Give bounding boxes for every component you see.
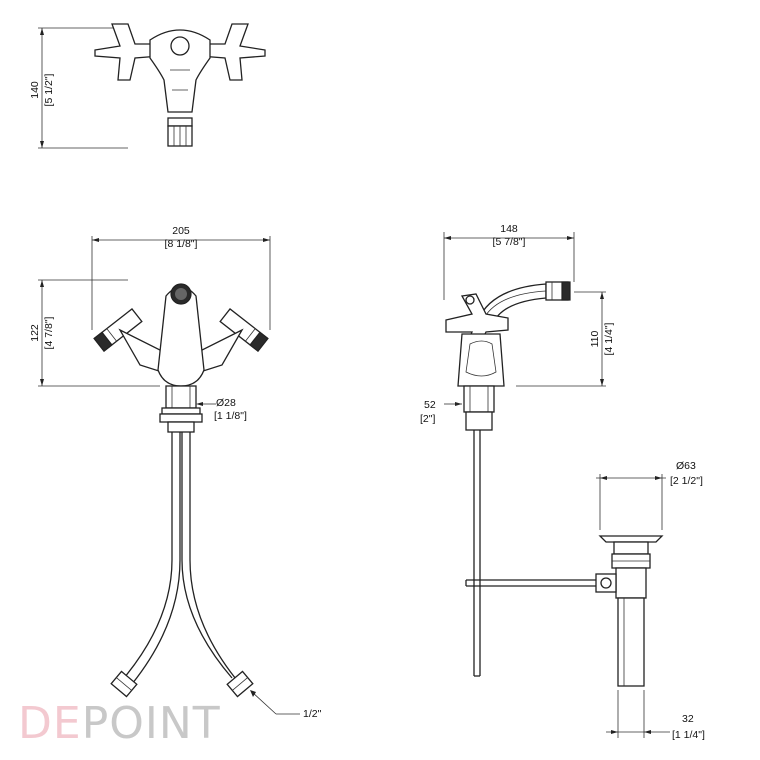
drain-pipe-in: [1 1/4"]: [672, 729, 705, 741]
front-base-mm: Ø28: [216, 397, 236, 409]
side-height-in: [4 1/4"]: [603, 322, 615, 355]
drain-diameter-in: [2 1/2"]: [670, 475, 703, 487]
side-width-in: [5 7/8"]: [493, 236, 526, 248]
depoint-logo: DEPOINT: [18, 698, 221, 749]
side-width-mm: 148: [500, 223, 518, 235]
side-view: 148 [5 7/8"] 110 [4 1/4"] 52 [2"]: [420, 223, 615, 677]
top-height-in: [5 1/2"]: [43, 73, 55, 106]
front-height-mm: 122: [29, 324, 41, 342]
logo-part-int: INT: [145, 698, 221, 749]
top-view: 140 [5 1/2"]: [29, 23, 266, 149]
logo-part-po: PO: [82, 698, 145, 749]
front-base-in: [1 1/8"]: [214, 410, 247, 422]
front-connection: 1/2": [303, 708, 322, 720]
side-shank-in: [2"]: [420, 413, 435, 425]
front-width-in: [8 1/8"]: [165, 238, 198, 250]
front-height-in: [4 7/8"]: [43, 316, 55, 349]
side-height-mm: 110: [589, 330, 601, 347]
front-view: 205 [8 1/8"] 122 [4 7/8"]: [29, 225, 322, 720]
side-shank-mm: 52: [424, 399, 436, 411]
top-height-mm: 140: [29, 81, 41, 99]
drain-view: Ø63 [2 1/2"] 32 [1 1/4"]: [595, 460, 705, 741]
svg-text:DEPOINT: DEPOINT: [18, 698, 221, 749]
drain-pipe-mm: 32: [682, 713, 694, 725]
drain-diameter-mm: Ø63: [676, 460, 696, 472]
logo-part-de: DE: [18, 698, 82, 749]
front-width-mm: 205: [172, 225, 190, 237]
